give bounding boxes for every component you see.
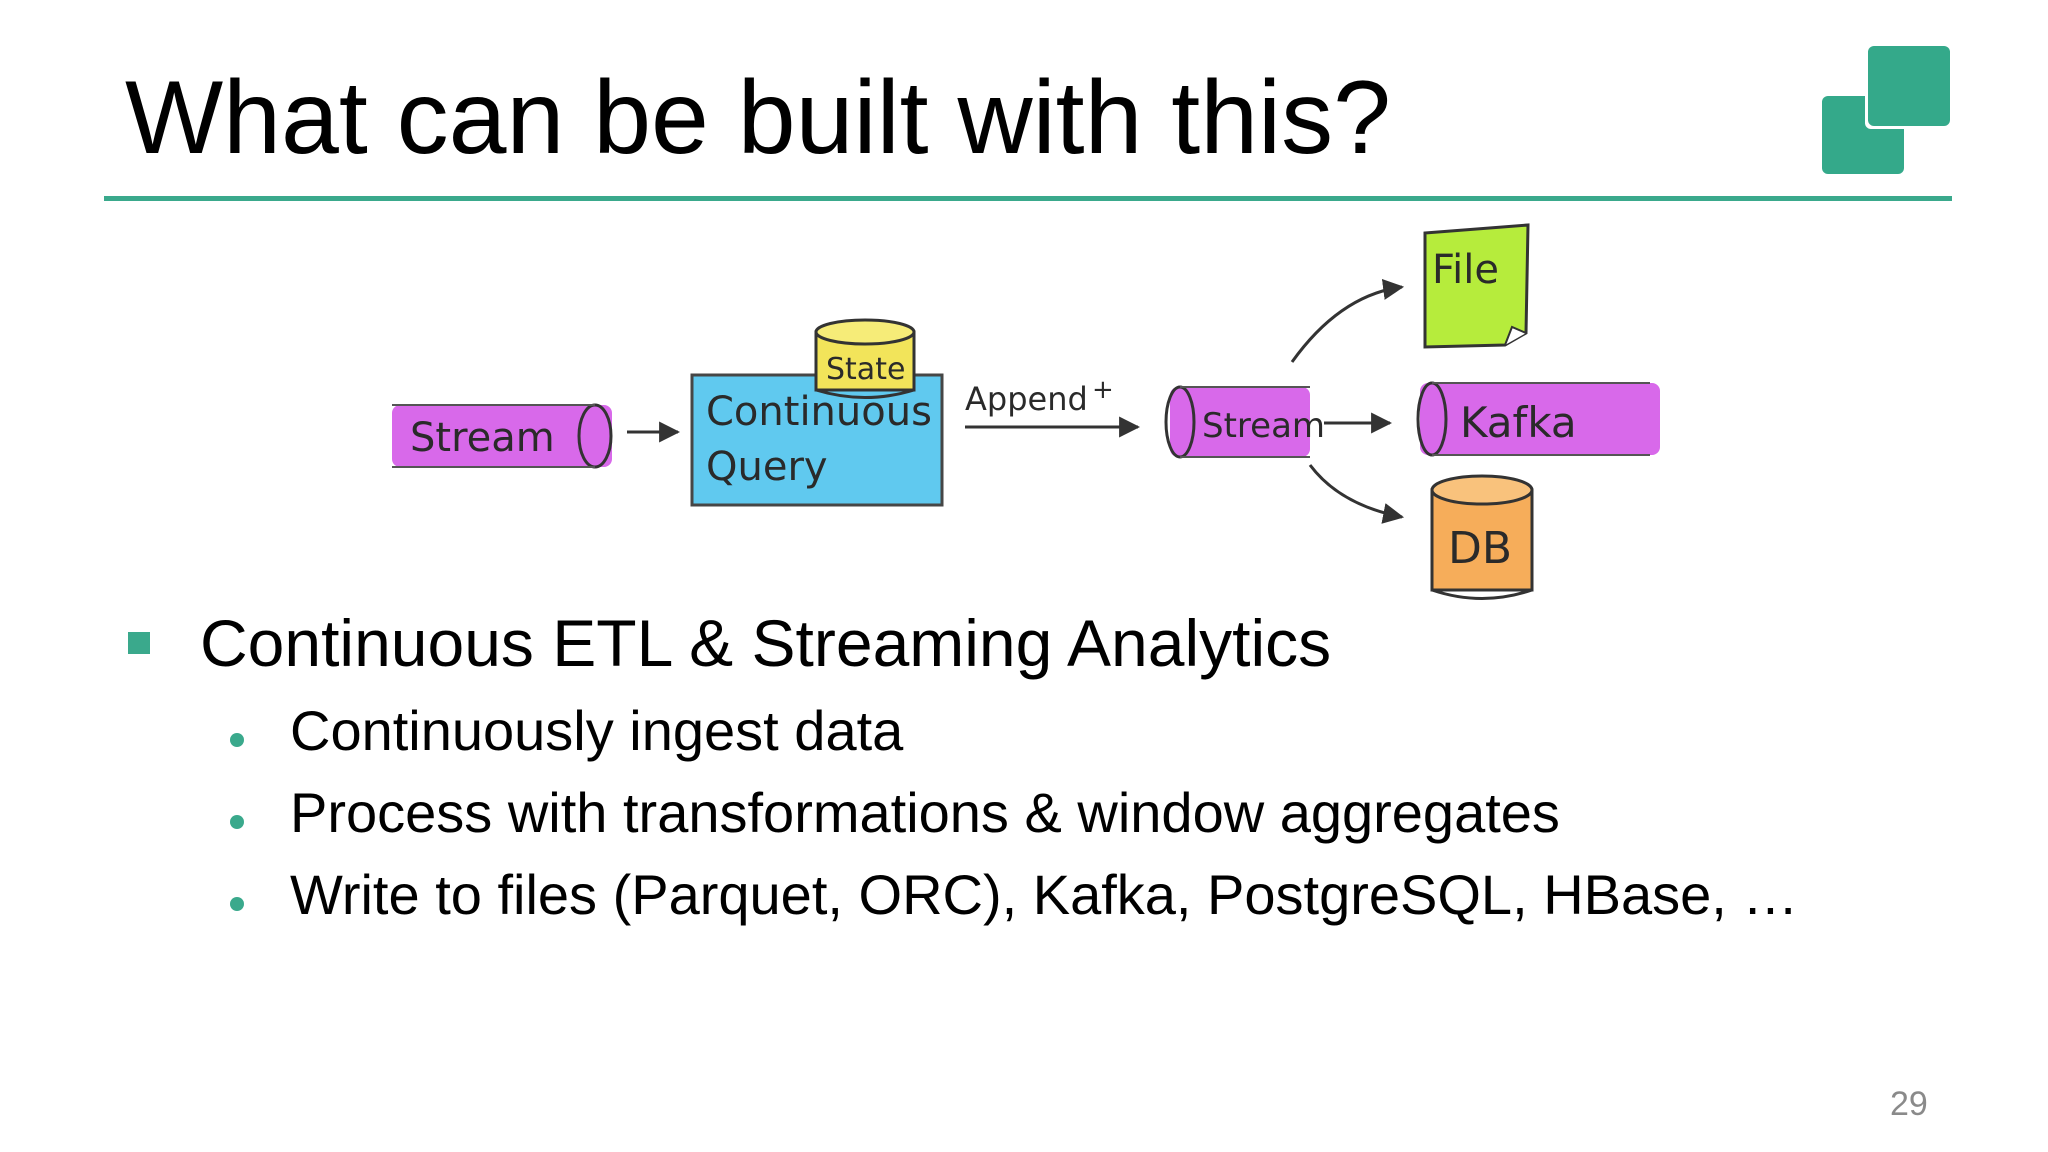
arrow-to-db	[1308, 464, 1405, 524]
bullet-main: Continuous ETL & Streaming Analytics	[200, 606, 1332, 680]
query-label-line2: Query	[706, 444, 828, 490]
source-stream-pipe: Stream	[392, 403, 613, 469]
kafka-sink: Kafka	[1416, 381, 1660, 457]
state-label: State	[826, 352, 905, 387]
sub-bullet-1: Continuously ingest data	[290, 699, 904, 762]
append-plus-mark: +	[1092, 375, 1114, 405]
title-divider	[104, 196, 1952, 201]
db-sink: DB	[1430, 474, 1534, 600]
sub-bullet-dot-icon	[230, 815, 244, 829]
diagram-svg: Stream Continuous Query State Append +	[392, 223, 1660, 600]
kafka-label: Kafka	[1460, 398, 1577, 447]
db-label: DB	[1448, 523, 1512, 574]
page-number: 29	[1890, 1085, 1928, 1123]
bullet-square-icon	[128, 632, 150, 654]
file-label: File	[1432, 247, 1499, 293]
sub-bullet-dot-icon	[230, 897, 244, 911]
logo-square-front	[1868, 46, 1950, 126]
query-label-line1: Continuous	[706, 389, 932, 435]
state-cylinder: State	[814, 318, 916, 399]
brand-logo	[1818, 44, 1953, 176]
sub-bullet-dot-icon	[230, 733, 244, 747]
append-label: Append	[965, 380, 1088, 418]
streaming-diagram: Stream Continuous Query State Append +	[380, 215, 1680, 610]
arrow-to-file	[1290, 279, 1405, 363]
sub-bullet-3: Write to files (Parquet, ORC), Kafka, Po…	[290, 863, 1799, 926]
file-sink: File	[1423, 223, 1530, 349]
source-stream-label: Stream	[410, 415, 555, 461]
slide-title: What can be built with this?	[125, 60, 1391, 176]
output-stream-pipe: Stream	[1164, 385, 1325, 459]
continuous-query-box: Continuous Query	[690, 373, 944, 507]
sub-bullet-2: Process with transformations & window ag…	[290, 781, 1560, 844]
output-stream-label: Stream	[1202, 406, 1325, 446]
